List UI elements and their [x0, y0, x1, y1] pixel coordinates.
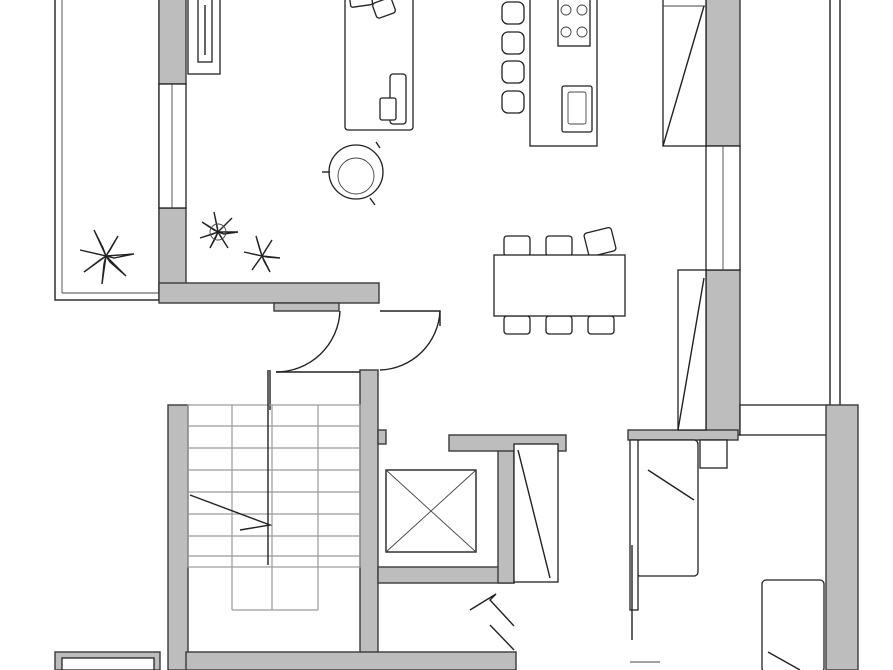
- hall-door: [469, 593, 515, 651]
- wardrobe-hall: [677, 269, 707, 431]
- kitchen-island: [501, 0, 598, 147]
- entry-doors: [269, 310, 441, 410]
- plant-living-2: [243, 235, 281, 273]
- hall-closet: [513, 443, 559, 583]
- wardrobe-kitchen: [662, 0, 707, 147]
- walls: [54, 0, 859, 670]
- staircase: [187, 370, 361, 611]
- dining-table: [493, 226, 626, 335]
- plant-living-1: [199, 211, 239, 249]
- elevator-shaft: [385, 469, 477, 553]
- round-chair: [322, 141, 384, 206]
- bedroom-furniture: [629, 439, 825, 670]
- plant-balcony: [79, 229, 135, 285]
- bar-stools: [501, 1, 525, 114]
- pantry-cabinet: [187, 0, 221, 75]
- desk: [344, 0, 414, 131]
